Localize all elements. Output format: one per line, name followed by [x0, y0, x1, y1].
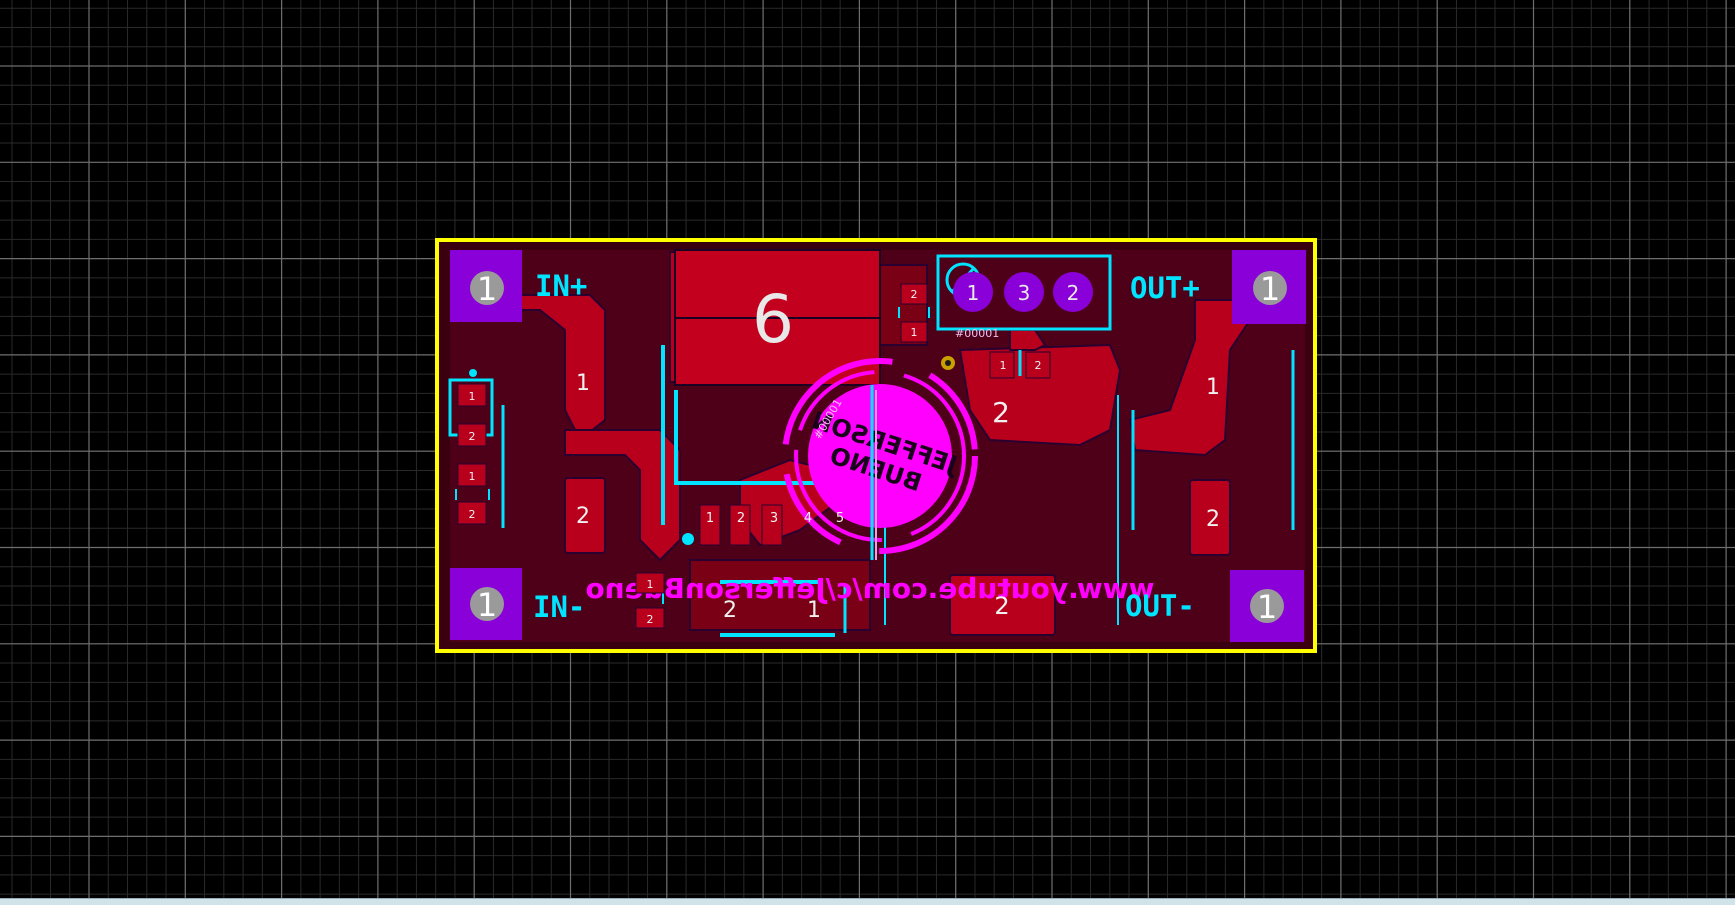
pot-pad-1[interactable]: 1	[953, 272, 993, 312]
pad-label: 2	[469, 430, 476, 443]
pad-label: 1	[1206, 375, 1220, 400]
label-out-plus: OUT+	[1130, 271, 1200, 305]
pad-label: 1	[576, 371, 590, 396]
pad-label: 2	[994, 592, 1009, 620]
pad-label: 1	[647, 578, 654, 591]
pad-in-minus[interactable]: 1	[450, 568, 522, 640]
pad-label: 2	[1035, 359, 1042, 372]
pad-out-plus[interactable]: 1	[1232, 250, 1306, 324]
pad-number: 1	[477, 270, 497, 308]
pad-number: 1	[1260, 270, 1280, 308]
pad-in-plus[interactable]: 1	[450, 250, 522, 322]
inductor-pin-label: 6	[752, 281, 794, 358]
pad-number: 1	[1257, 588, 1277, 626]
youtube-url: www.youtube.com/c/JeffersonBueno	[585, 572, 1154, 605]
designator-top: #00001	[955, 327, 999, 340]
pad-label: 1	[469, 390, 476, 403]
pad-label: 2	[576, 504, 590, 529]
pot-pin-label: 1	[967, 281, 980, 305]
board-outline	[435, 238, 1317, 653]
ic-pin-label: 5	[836, 511, 844, 526]
potentiometer-silk	[936, 254, 1112, 331]
label-in-plus: IN+	[535, 269, 587, 303]
pot-pad-3[interactable]: 3	[1004, 272, 1044, 312]
pad-label: 2	[647, 613, 654, 626]
pad-label: 1	[807, 598, 821, 623]
pad-label: 1	[469, 470, 476, 483]
ic-pads: 1 2 3 4 5	[699, 504, 844, 546]
ic-pin-label: 1	[706, 511, 714, 526]
ic-pin-label: 4	[804, 511, 812, 526]
ic-pin-label: 2	[737, 511, 745, 526]
pad-label: 1	[911, 326, 918, 339]
pad-label: 2	[992, 396, 1010, 429]
pot-pin-label: 3	[1018, 281, 1031, 305]
ic-pin-label: 3	[770, 511, 778, 526]
pad-number: 1	[477, 586, 497, 624]
ic-pin1-dot	[682, 533, 694, 545]
pot-pad-2[interactable]: 2	[1053, 272, 1093, 312]
label-out-minus: OUT-	[1125, 589, 1195, 623]
pad-out-minus[interactable]: 1	[1230, 570, 1304, 642]
pot-pin-label: 2	[1067, 281, 1080, 305]
status-bar	[0, 898, 1735, 905]
pad-label: 1	[1000, 359, 1007, 372]
jefferson-bueno-logo: JEFFERSON BUENO	[782, 358, 978, 554]
pad-label: 2	[469, 508, 476, 521]
label-in-minus: IN-	[533, 590, 585, 624]
pad-label: 2	[911, 288, 918, 301]
pad-label: 2	[723, 598, 737, 623]
pad-label: 2	[1206, 507, 1220, 532]
